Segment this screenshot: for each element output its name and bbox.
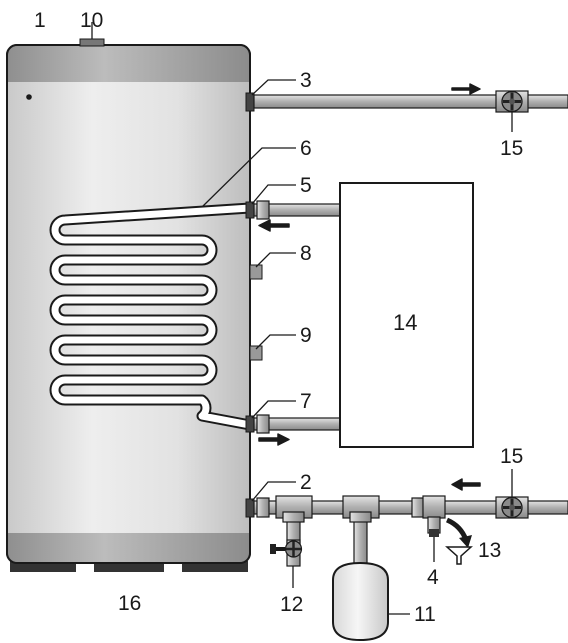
arrow-coil-out [258,433,290,446]
cold-water-pipe [253,500,568,515]
label-6: 6 [300,137,312,160]
arrow-coil-in [258,219,290,232]
label-4: 4 [427,566,439,589]
drain-valve [270,539,303,567]
tank-dot [26,94,32,100]
label-13: 13 [478,539,501,562]
label-9: 9 [300,324,312,347]
safety-valve [429,529,439,537]
label-2: 2 [300,471,312,494]
label-10: 10 [80,9,103,32]
heat-source-box [339,182,474,448]
label-11: 11 [414,603,436,626]
label-16: 16 [118,592,141,615]
label-1: 1 [34,9,46,32]
sensor-port-upper [249,264,263,280]
label-7: 7 [300,390,312,413]
discharge-arrow [445,517,469,541]
label-12: 12 [280,593,303,616]
hot-water-pipe [253,94,568,109]
pipes [253,94,568,565]
leader-lines [91,22,513,615]
drain-funnel [445,546,473,565]
shutoff-valve-bottom [495,496,529,519]
arrow-hot-out [451,83,481,95]
top-fitting [79,38,105,47]
arrow-cold-in [451,478,481,491]
heat-exchanger-coil [49,202,252,431]
label-15-bottom: 15 [500,445,523,468]
expansion-vessel [332,561,389,642]
shutoff-valve-top [495,90,529,113]
flow-arrows [258,83,481,491]
label-8: 8 [300,242,312,265]
tank-foot-right [182,561,248,572]
sensor-port-lower [249,345,263,361]
label-15-top: 15 [500,137,523,160]
tank-connections [245,92,263,518]
tank-top-band [8,46,249,82]
label-3: 3 [300,69,312,92]
label-14: 14 [393,310,417,335]
tank-foot-middle [94,561,164,572]
tank-bottom-band [8,533,249,562]
tank-foot-left [10,561,76,572]
label-5: 5 [300,174,312,197]
